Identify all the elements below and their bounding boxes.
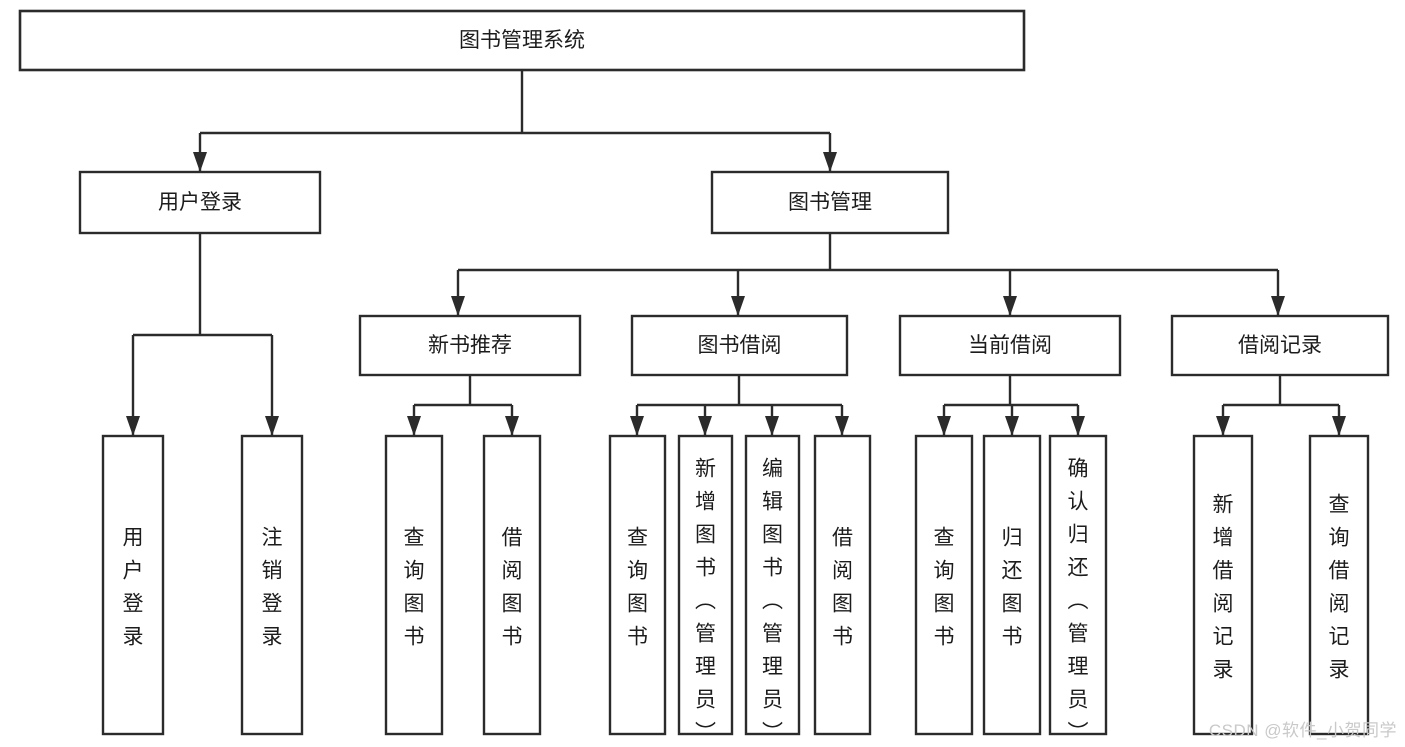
node-box xyxy=(1308,434,1370,736)
node-box xyxy=(18,9,1026,72)
node-box xyxy=(982,434,1042,736)
node-label: 确认归还︵管理员︶ xyxy=(1068,458,1089,745)
arrow-head-icon xyxy=(698,416,712,436)
connector-record-to-leaves xyxy=(1216,375,1346,436)
csdn-watermark: CSDN @软件_小贺同学 xyxy=(1208,721,1397,740)
arrow-head-icon xyxy=(765,416,779,436)
arrow-head-icon xyxy=(1216,416,1230,436)
node-new-book-recommend[interactable]: 新书推荐 xyxy=(358,314,582,377)
arrow-head-icon xyxy=(265,416,279,436)
node-box xyxy=(78,170,322,235)
arrow-head-icon xyxy=(835,416,849,436)
node-leaf-add-borrow-record[interactable]: 新增借阅记录 xyxy=(1192,434,1254,736)
connector-borrow-to-leaves xyxy=(630,375,849,436)
node-box xyxy=(813,434,872,736)
arrow-head-icon xyxy=(1005,416,1019,436)
node-label: 图书借阅 xyxy=(698,334,782,357)
node-book-manage[interactable]: 图书管理 xyxy=(710,170,950,235)
node-box xyxy=(677,434,734,736)
connector-user-login-to-leaves xyxy=(126,233,279,436)
arrow-head-icon xyxy=(937,416,951,436)
connector-book-manage-to-level3 xyxy=(451,233,1285,316)
arrow-head-icon xyxy=(731,296,745,316)
node-label: 新增图书︵管理员︶ xyxy=(695,458,716,745)
node-label: 借阅图书 xyxy=(832,527,853,649)
node-box xyxy=(384,434,444,736)
node-box xyxy=(1048,434,1108,736)
node-leaf-query-book-recommend[interactable]: 查询图书 xyxy=(384,434,444,736)
node-label: 归还图书 xyxy=(1002,527,1023,649)
node-leaf-query-borrow-record[interactable]: 查询借阅记录 xyxy=(1308,434,1370,736)
node-box xyxy=(710,170,950,235)
node-label: 查询借阅记录 xyxy=(1329,494,1350,682)
arrow-head-icon xyxy=(407,416,421,436)
node-leaf-edit-book-admin[interactable]: 编辑图书︵管理员︶ xyxy=(744,434,801,745)
arrow-head-icon xyxy=(1332,416,1346,436)
node-current-borrow[interactable]: 当前借阅 xyxy=(898,314,1122,377)
arrow-head-icon xyxy=(193,152,207,172)
node-box xyxy=(744,434,801,736)
node-label: 新增借阅记录 xyxy=(1213,494,1234,682)
node-label: 注销登录 xyxy=(262,527,283,649)
node-leaf-query-book-borrow[interactable]: 查询图书 xyxy=(608,434,667,736)
node-box xyxy=(101,434,165,736)
arrow-head-icon xyxy=(1003,296,1017,316)
node-label: 查询图书 xyxy=(627,527,648,649)
node-box xyxy=(914,434,974,736)
node-label: 查询图书 xyxy=(404,527,425,649)
node-label: 图书管理 xyxy=(788,191,872,214)
node-root[interactable]: 图书管理系统 xyxy=(18,9,1026,72)
node-leaf-logout[interactable]: 注销登录 xyxy=(240,434,304,736)
node-box xyxy=(898,314,1122,377)
node-label: 编辑图书︵管理员︶ xyxy=(762,458,783,745)
node-label: 图书管理系统 xyxy=(459,29,585,52)
node-leaf-user-login[interactable]: 用户登录 xyxy=(101,434,165,736)
node-label: 借阅图书 xyxy=(502,527,523,649)
node-label: 当前借阅 xyxy=(968,334,1052,357)
connector-root-to-level2 xyxy=(193,70,837,172)
node-label: 新书推荐 xyxy=(428,334,512,357)
node-leaf-borrow-book-recommend[interactable]: 借阅图书 xyxy=(482,434,542,736)
node-label: 查询图书 xyxy=(934,527,955,649)
arrow-head-icon xyxy=(630,416,644,436)
node-label: 借阅记录 xyxy=(1238,334,1322,357)
node-book-borrow[interactable]: 图书借阅 xyxy=(630,314,849,377)
node-label: 用户登录 xyxy=(158,191,242,214)
arrow-head-icon xyxy=(823,152,837,172)
node-box xyxy=(240,434,304,736)
node-layer: 图书管理系统用户登录图书管理新书推荐图书借阅当前借阅借阅记录用户登录注销登录查询… xyxy=(18,9,1390,745)
node-leaf-confirm-return-admin[interactable]: 确认归还︵管理员︶ xyxy=(1048,434,1108,745)
node-user-login[interactable]: 用户登录 xyxy=(78,170,322,235)
node-leaf-add-book-admin[interactable]: 新增图书︵管理员︶ xyxy=(677,434,734,745)
arrow-head-icon xyxy=(1271,296,1285,316)
node-leaf-query-book-current[interactable]: 查询图书 xyxy=(914,434,974,736)
arrow-head-icon xyxy=(505,416,519,436)
node-leaf-borrow-book[interactable]: 借阅图书 xyxy=(813,434,872,736)
node-box xyxy=(1170,314,1390,377)
connector-layer xyxy=(126,70,1346,436)
node-box xyxy=(630,314,849,377)
connector-recommend-to-leaves xyxy=(407,375,519,436)
node-borrow-record[interactable]: 借阅记录 xyxy=(1170,314,1390,377)
arrow-head-icon xyxy=(451,296,465,316)
node-box xyxy=(358,314,582,377)
node-leaf-return-book[interactable]: 归还图书 xyxy=(982,434,1042,736)
node-label: 用户登录 xyxy=(123,527,144,649)
arrow-head-icon xyxy=(1071,416,1085,436)
arrow-head-icon xyxy=(126,416,140,436)
node-box xyxy=(608,434,667,736)
connector-current-to-leaves xyxy=(937,375,1085,436)
node-box xyxy=(1192,434,1254,736)
node-box xyxy=(482,434,542,736)
